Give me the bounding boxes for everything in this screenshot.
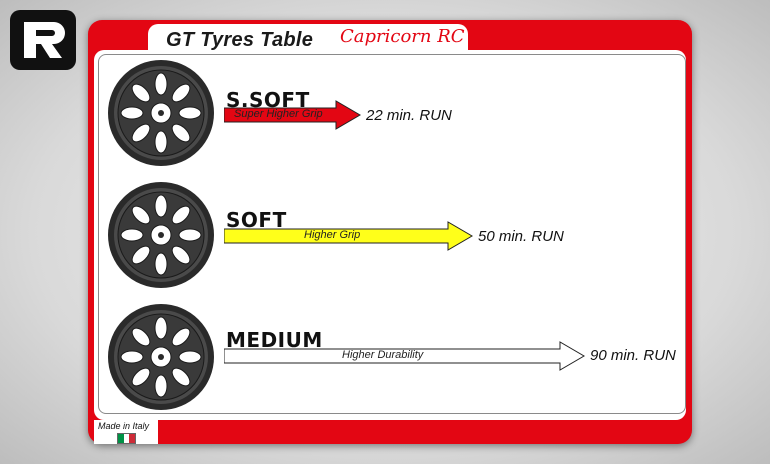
tyre-wheel-icon	[108, 60, 214, 166]
tier-name-medium: MEDIUM	[226, 328, 323, 352]
page-title: GT Tyres Table	[166, 29, 314, 51]
rc-logo-icon	[10, 10, 76, 70]
made-in-label: Made in Italy	[98, 421, 150, 431]
tier-run-medium: 90 min. RUN	[590, 347, 676, 364]
tier-property-ssoft: Super Higher Grip	[234, 108, 323, 120]
tier-run-ssoft: 22 min. RUN	[366, 107, 452, 124]
tyre-wheel-icon	[108, 182, 214, 288]
title-tab	[148, 24, 468, 54]
tier-run-soft: 50 min. RUN	[478, 228, 564, 245]
brand-name: Capricorn RC	[340, 26, 465, 47]
tyre-wheel-icon	[108, 304, 214, 410]
medium-arrow-icon	[224, 341, 585, 371]
soft-arrow-icon	[224, 221, 473, 251]
tier-property-medium: Higher Durability	[342, 349, 424, 361]
tier-name-soft: SOFT	[226, 208, 287, 232]
tier-property-soft: Higher Grip	[304, 229, 361, 241]
italy-flag-icon	[117, 433, 136, 444]
ssoft-arrow-icon	[224, 100, 361, 130]
